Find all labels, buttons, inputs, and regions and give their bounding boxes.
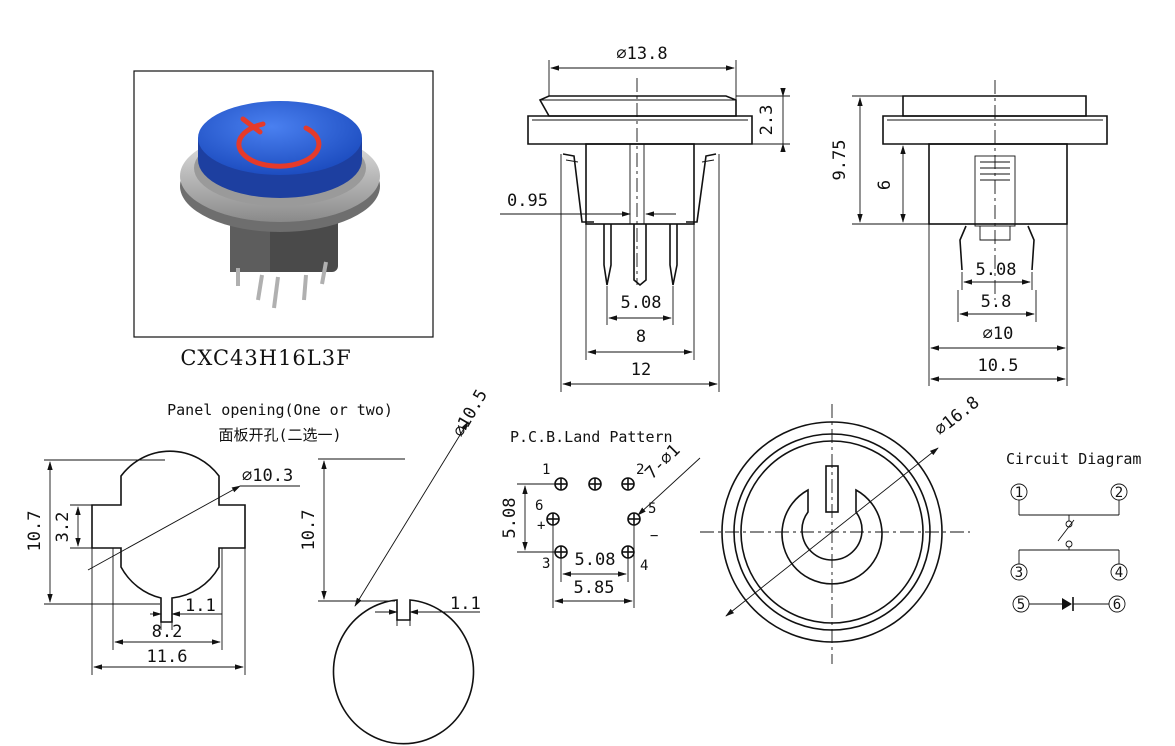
dim-total-height: 9.75 (830, 140, 850, 181)
dim-top-diameter: ⌀16.8 (931, 393, 984, 440)
circuit-terminal-5: 5 (1017, 597, 1025, 613)
dim-body-diameter: ⌀10 (983, 324, 1014, 344)
pcb-pin-5: 5 (648, 501, 656, 517)
circuit-terminal-2: 2 (1115, 485, 1123, 501)
pcb-plus: + (537, 518, 545, 534)
pcb-outer-pitch: 5.85 (574, 578, 615, 598)
dim-cap-height: 2.3 (757, 105, 777, 136)
dim-option1-outer: 11.6 (147, 647, 188, 667)
switch-pins (236, 261, 328, 309)
pcb-pin-1: 1 (542, 462, 550, 478)
pcb-title: P.C.B.Land Pattern (510, 428, 673, 446)
pcb-minus: − (650, 528, 658, 544)
pcb-pin-3: 3 (542, 556, 550, 572)
pcb-pin-6: 6 (535, 498, 543, 514)
dim-option1-slot: 1.1 (185, 596, 216, 616)
panel-title-en: Panel opening(One or two) (167, 401, 393, 419)
circuit-terminal-1: 1 (1015, 485, 1023, 501)
dim-body-outer: 12 (631, 360, 651, 380)
circuit-terminal-4: 4 (1115, 565, 1123, 581)
pcb-pin-2: 2 (636, 462, 644, 478)
dim-option1-inner: 8.2 (152, 622, 183, 642)
dim-body-height: 6 (875, 180, 895, 190)
panel-opening: Panel opening(One or two) 面板开孔(二选一) 10.7… (25, 386, 492, 745)
circuit-terminal-6: 6 (1113, 597, 1121, 613)
model-number: CXC43H16L3F (180, 346, 351, 370)
dim-option2-height: 10.7 (299, 510, 319, 551)
power-symbol-icon (236, 116, 322, 169)
dim-pin-span: 5.8 (981, 292, 1012, 312)
switch-icon (1018, 500, 1120, 564)
dim-option1-height: 10.7 (25, 511, 45, 552)
pcb-land-pattern: P.C.B.Land Pattern 1 2 3 4 5 6 + − 7-⌀1 … (500, 428, 701, 608)
panel-option-2-shape (332, 599, 475, 745)
button-cap (198, 101, 362, 175)
dim-pin-pitch: 5.08 (621, 293, 662, 313)
dim-side-pin-pitch: 5.08 (976, 260, 1017, 280)
panel-option-1-shape (91, 450, 246, 623)
dim-cap-diameter: ⌀13.8 (616, 44, 667, 64)
dim-option2-diameter: ⌀10.5 (449, 386, 492, 440)
product-photo: CXC43H16L3F (133, 70, 434, 370)
panel-title-cn: 面板开孔(二选一) (218, 426, 341, 444)
dim-option1-tab: 3.2 (53, 512, 73, 543)
circuit-terminal-3: 3 (1015, 565, 1023, 581)
dim-option2-slot: 1.1 (450, 594, 481, 614)
dim-option1-diameter: ⌀10.3 (242, 466, 293, 486)
dim-terminal-width: 0.95 (507, 191, 548, 211)
front-view: ⌀13.8 2.3 0.95 5.08 8 12 (500, 44, 790, 392)
pcb-hole-spec: 7-⌀1 (641, 440, 684, 483)
circuit-title: Circuit Diagram (1006, 450, 1141, 468)
top-view: ⌀16.8 (700, 393, 983, 664)
dim-body-width: 10.5 (978, 356, 1019, 376)
pcb-vertical-pitch: 5.08 (500, 498, 520, 539)
pcb-horizontal-pitch: 5.08 (575, 550, 616, 570)
pcb-pin-4: 4 (640, 558, 648, 574)
pcb-holes (546, 477, 641, 559)
diode-icon (1029, 597, 1109, 611)
side-view: 9.75 6 5.08 5.8 ⌀10 10.5 (830, 80, 1108, 386)
top-outer-circle (721, 421, 943, 643)
dim-body-inner: 8 (636, 327, 646, 347)
circuit-diagram: Circuit Diagram 1 2 3 4 5 6 (1006, 450, 1141, 613)
